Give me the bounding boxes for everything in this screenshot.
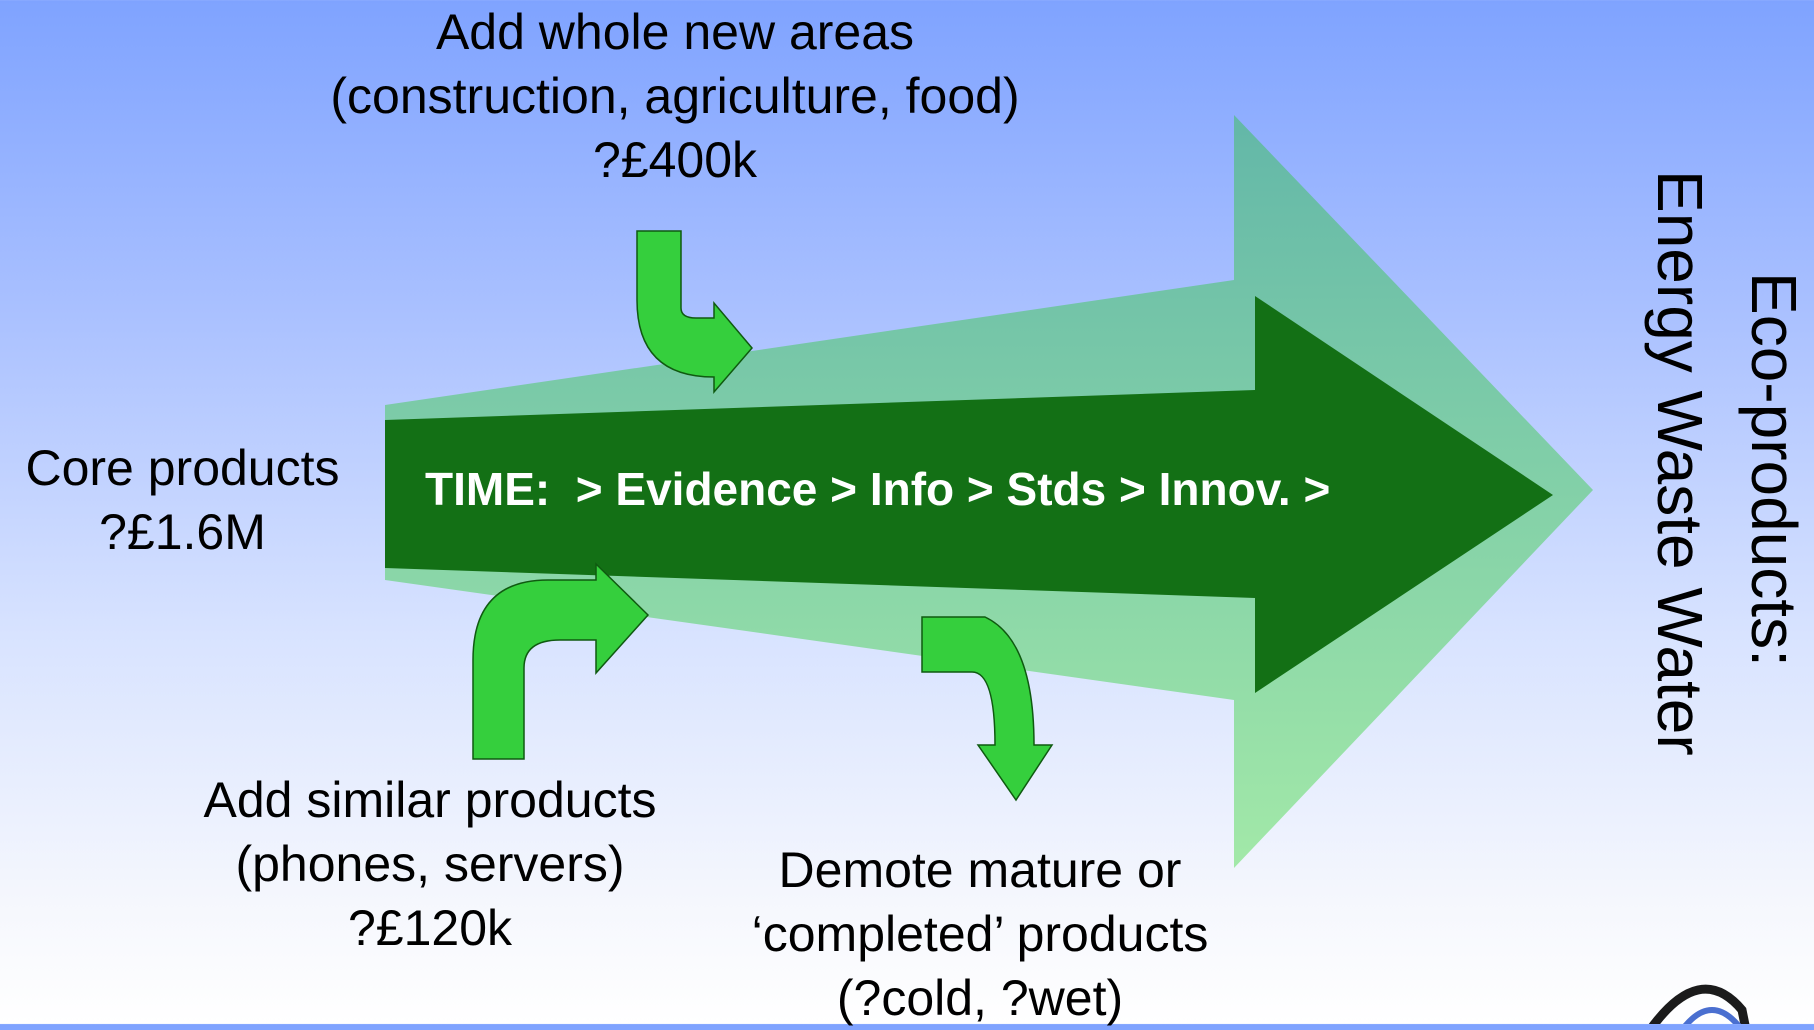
add-similar-arrow-icon [472,562,650,760]
add-similar-detail: (phones, servers) [235,836,625,892]
add-areas-arrow-icon [636,230,753,395]
time-arrow [385,296,1553,693]
demote-arrow-icon [921,616,1054,802]
demote-title: Demote mature or [778,842,1182,898]
add-similar-title: Add similar products [203,772,657,828]
add-whole-areas-label: Add whole new areas (construction, agric… [270,0,1080,192]
eco-products-items: Energy Waste Water [1644,170,1716,756]
core-products-title: Core products [25,440,340,496]
time-banner-label: TIME: > Evidence > Info > Stds > Innov. … [425,463,1331,515]
add-whole-areas-title: Add whole new areas [435,4,915,60]
demote-products-label: Demote mature or ‘completed’ products (?… [710,838,1250,1030]
demote-note: (?cold, ?wet) [836,970,1124,1026]
add-similar-cost: ?£120k [347,900,513,956]
add-similar-products-label: Add similar products (phones, servers) ?… [170,768,690,960]
eco-products-title: Eco-products: [1738,272,1810,667]
core-products-label: Core products ?£1.6M [0,436,365,564]
corner-logo [1648,984,1750,1024]
core-products-cost: ?£1.6M [99,504,266,560]
add-whole-areas-detail: (construction, agriculture, food) [330,68,1020,124]
demote-detail: ‘completed’ products [751,906,1209,962]
add-whole-areas-cost: ?£400k [592,132,758,188]
